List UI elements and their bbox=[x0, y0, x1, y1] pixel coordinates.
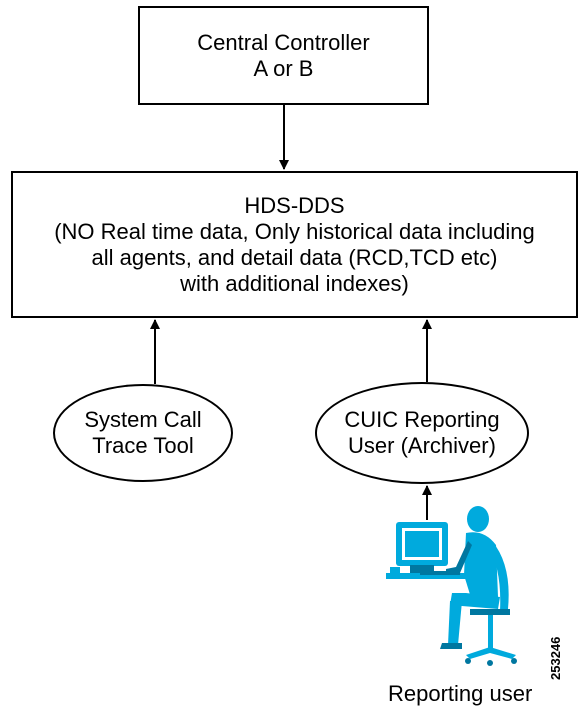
cuic-reporting-user-ellipse: CUIC Reporting User (Archiver) bbox=[315, 382, 529, 484]
hds-dds-label: HDS-DDS (NO Real time data, Only histori… bbox=[54, 192, 535, 296]
reporting-user-label: Reporting user bbox=[388, 681, 533, 706]
hds-dds-box: HDS-DDS (NO Real time data, Only histori… bbox=[11, 171, 578, 318]
reporting-user-at-computer-icon bbox=[386, 506, 517, 666]
cuic-reporting-user-label: CUIC Reporting User (Archiver) bbox=[344, 407, 500, 458]
central-controller-label: Central Controller A or B bbox=[197, 29, 370, 81]
system-call-trace-tool-ellipse: System Call Trace Tool bbox=[53, 384, 233, 482]
central-controller-box: Central Controller A or B bbox=[138, 6, 429, 105]
system-call-trace-tool-label: System Call Trace Tool bbox=[84, 407, 202, 458]
